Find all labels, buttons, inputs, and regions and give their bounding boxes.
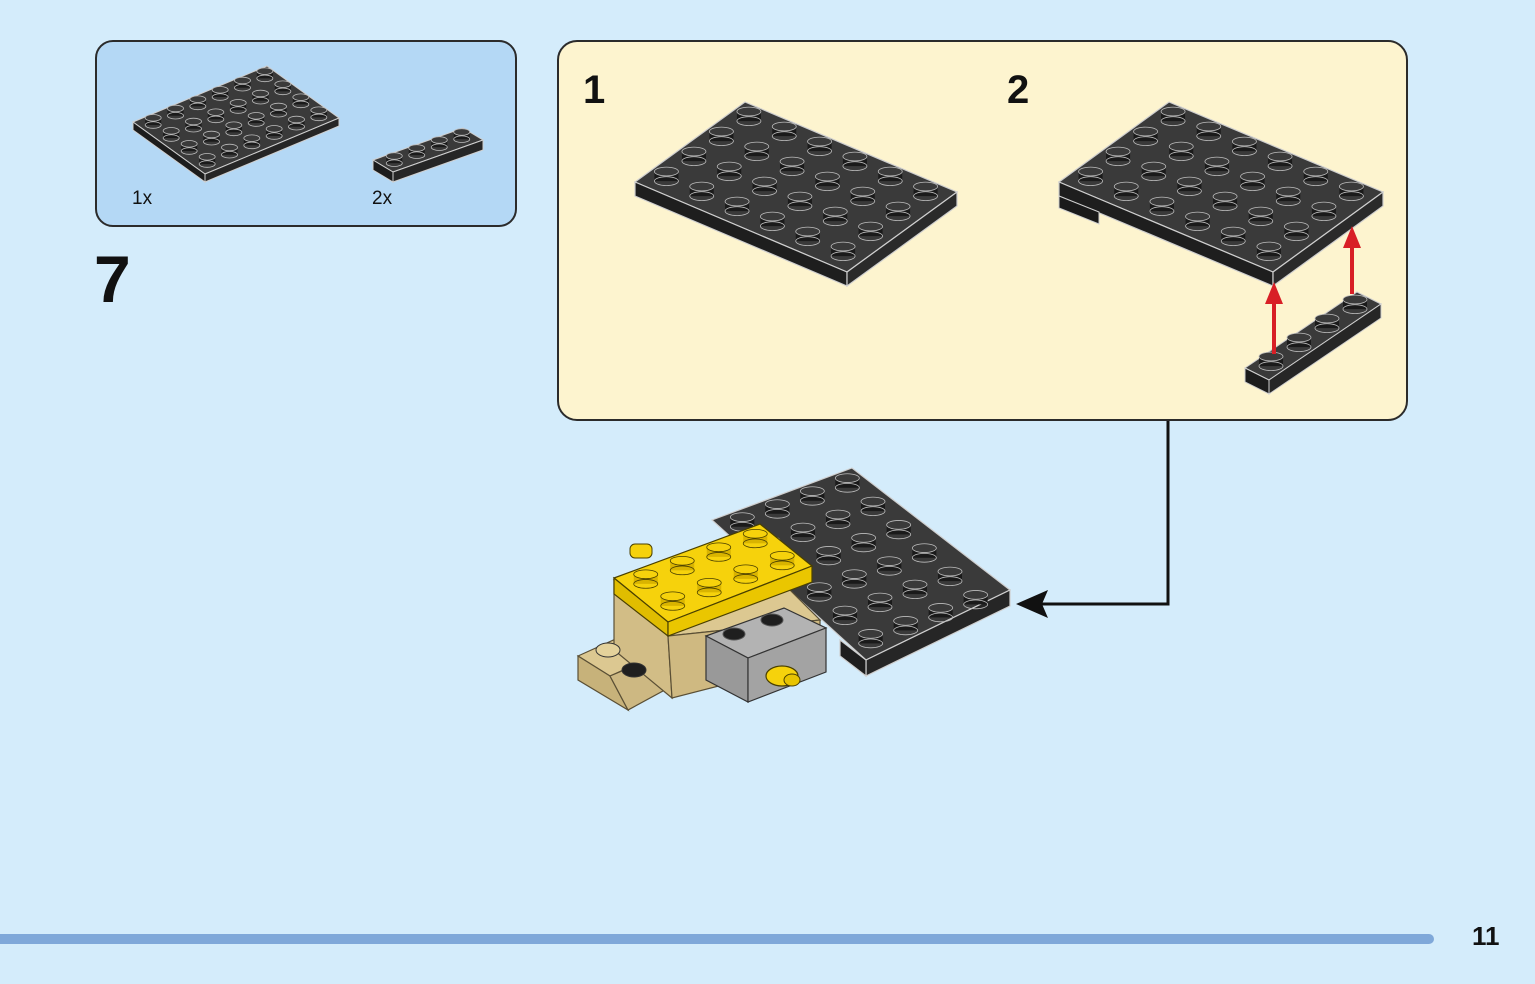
- model-black-plate: [710, 467, 1012, 678]
- parts-illustration: [131, 65, 485, 183]
- sub-step-2-plate-icon: [1057, 101, 1385, 288]
- black-plate-1x4-icon: [371, 127, 485, 183]
- black-plate-4x6-icon: [131, 65, 341, 183]
- sub-step-label-2: 2: [1007, 68, 1030, 112]
- sub-step-1-plate-icon: [633, 101, 959, 288]
- model-grey-brick: [704, 607, 828, 703]
- parts-list: 1x 2x: [95, 40, 517, 227]
- callout-arrow-icon: [1016, 421, 1170, 618]
- model-yellow-brick: [612, 523, 814, 638]
- part-quantity-2: 2x: [372, 188, 393, 209]
- sub-step-2-small-plate-icon: [1244, 291, 1382, 395]
- sub-step-label-1: 1: [583, 68, 606, 112]
- progress-bar: [0, 934, 1434, 944]
- step-number: 7: [94, 242, 131, 316]
- page-number: 11: [1472, 921, 1500, 951]
- sub-assembly-callout: 1 2: [557, 40, 1408, 421]
- sub-assembly-illustration: [633, 101, 1385, 395]
- red-arrow-icon: [1265, 226, 1361, 354]
- part-quantity-1: 1x: [132, 188, 153, 209]
